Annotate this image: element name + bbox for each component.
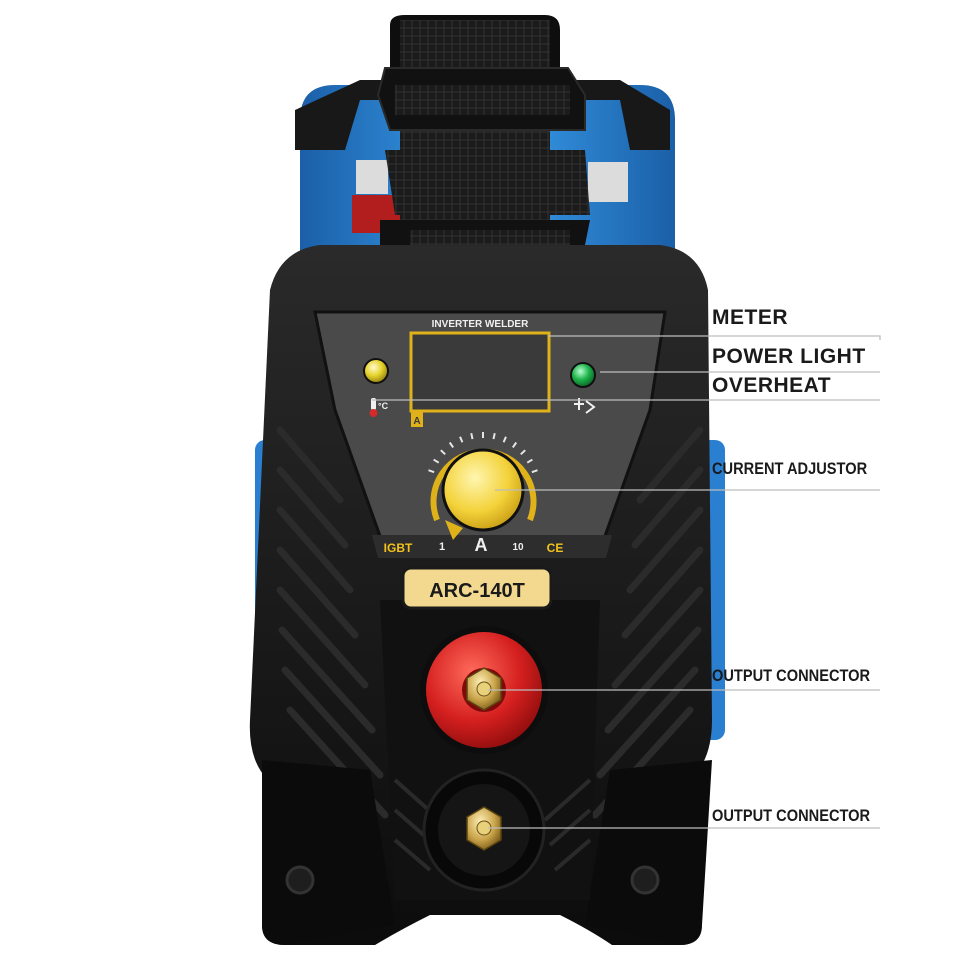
- output-connector-negative[interactable]: [422, 768, 546, 892]
- knob-scale-tick: [448, 441, 454, 448]
- model-name: ARC-140T: [429, 580, 525, 602]
- knob-scale-tick: [428, 469, 435, 474]
- knob-scale-tick: [526, 458, 533, 464]
- meter-display: [409, 331, 551, 427]
- callout-meter: METER: [712, 306, 788, 329]
- knob-scale-tick: [440, 449, 446, 456]
- knob-scale-tick: [531, 469, 538, 474]
- knob-scale-tick: [502, 436, 507, 443]
- knob-scale-tick: [492, 432, 496, 440]
- display-unit: A: [413, 416, 420, 427]
- knob-scale-tick: [459, 436, 464, 443]
- knob-unit: A: [475, 535, 488, 555]
- ce-mark: CE: [547, 541, 564, 555]
- knob-scale-tick: [520, 449, 526, 456]
- model-plate: [401, 566, 553, 610]
- callout-current-adjustor: CURRENT ADJUSTOR: [712, 459, 868, 478]
- current-knob[interactable]: [428, 432, 538, 540]
- callout-lines: [372, 335, 881, 829]
- output-connector-positive[interactable]: [420, 626, 548, 754]
- callout-power-light: POWER LIGHT: [712, 345, 866, 368]
- knob-scale-tick: [433, 458, 440, 464]
- thermometer-icon: [369, 398, 378, 417]
- callout-overheat: OVERHEAT: [712, 374, 832, 397]
- panel-title: INVERTER WELDER: [432, 319, 529, 330]
- callout-output-connector-2: OUTPUT CONNECTOR: [712, 806, 871, 825]
- igbt-mark: IGBT: [384, 541, 413, 555]
- overheat-led: [363, 358, 389, 384]
- knob-min: 1: [439, 541, 445, 553]
- overheat-symbol: °C: [378, 401, 389, 411]
- knob-scale-tick: [512, 441, 518, 448]
- power-led: [570, 362, 596, 388]
- knob-max: 10: [512, 542, 524, 553]
- knob-scale-tick: [470, 432, 474, 440]
- callout-output-connector-1: OUTPUT CONNECTOR: [712, 666, 871, 685]
